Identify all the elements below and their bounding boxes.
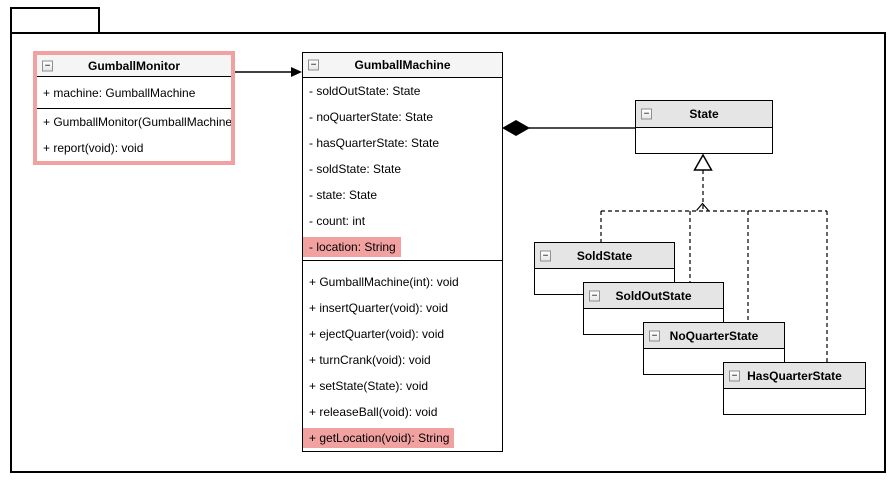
junction-arrow-icon <box>696 202 709 211</box>
gumballmachine-methods: + GumballMachine(int): void + insertQuar… <box>303 260 502 451</box>
collapse-icon[interactable]: − <box>540 250 551 261</box>
method-row[interactable]: + report(void): void <box>43 141 144 155</box>
highlighted-text: - location: String <box>303 237 401 257</box>
method-row[interactable]: + insertQuarter(void): void <box>309 301 449 315</box>
class-title: SoldState <box>576 248 633 263</box>
class-gumballmonitor[interactable]: − GumballMonitor + machine: GumballMachi… <box>33 51 235 165</box>
soldstate-header[interactable]: − SoldState <box>535 243 674 269</box>
class-title: NoQuarterState <box>669 328 759 343</box>
association-edge[interactable] <box>235 67 302 77</box>
attribute-row-location-highlighted[interactable]: - location: String <box>303 234 502 260</box>
attribute-row[interactable]: - soldState: State <box>309 162 402 176</box>
highlighted-text: + getLocation(void): String <box>303 428 455 448</box>
generalization-triangle-icon <box>693 153 713 171</box>
collapse-icon[interactable]: − <box>589 290 600 301</box>
association-arrowhead-icon <box>291 67 302 77</box>
gumballmonitor-header[interactable]: − GumballMonitor <box>37 55 231 77</box>
attribute-row[interactable]: - state: State <box>309 188 378 202</box>
class-title: State <box>689 107 719 121</box>
method-row[interactable]: + GumballMonitor(GumballMachine <box>43 115 231 129</box>
collapse-icon[interactable]: − <box>308 59 319 71</box>
class-title: GumballMachine <box>354 58 451 72</box>
package-tab[interactable] <box>10 7 100 34</box>
method-row[interactable]: + setState(State): void <box>309 379 429 393</box>
collapse-icon[interactable]: − <box>729 370 740 381</box>
hasquarterstate-header[interactable]: − HasQuarterState <box>724 363 865 389</box>
class-state[interactable]: − State <box>635 100 773 154</box>
soldoutstate-header[interactable]: − SoldOutState <box>584 283 723 309</box>
attribute-row[interactable]: - hasQuarterState: State <box>309 136 440 150</box>
method-row-getlocation-highlighted[interactable]: + getLocation(void): String <box>303 425 502 451</box>
gumballmachine-attributes: - soldOutState: State - noQuarterState: … <box>303 78 502 260</box>
collapse-icon[interactable]: − <box>42 60 53 71</box>
method-row[interactable]: + GumballMachine(int): void <box>309 275 459 289</box>
collapse-icon[interactable]: − <box>649 330 660 341</box>
class-title: GumballMonitor <box>88 58 180 73</box>
class-soldstate[interactable]: − SoldState <box>534 242 675 295</box>
class-hasquarterstate[interactable]: − HasQuarterState <box>723 362 866 415</box>
noquarterstate-header[interactable]: − NoQuarterState <box>644 323 784 349</box>
composition-edge[interactable] <box>502 120 635 136</box>
collapse-icon[interactable]: − <box>641 108 652 120</box>
attribute-row[interactable]: - noQuarterState: State <box>309 110 434 124</box>
gumballmonitor-attributes: + machine: GumballMachine <box>37 77 231 108</box>
attribute-row[interactable]: - soldOutState: State <box>309 84 421 98</box>
method-row[interactable]: + releaseBall(void): void <box>309 405 438 419</box>
class-title: HasQuarterState <box>747 368 842 383</box>
gumballmonitor-methods: + GumballMonitor(GumballMachine + report… <box>37 108 231 161</box>
attribute-row[interactable]: - count: int <box>309 214 366 228</box>
class-title: SoldOutState <box>615 288 692 303</box>
method-row[interactable]: + ejectQuarter(void): void <box>309 327 445 341</box>
attribute-row[interactable]: + machine: GumballMachine <box>43 85 196 100</box>
class-gumballmachine[interactable]: − GumballMachine - soldOutState: State -… <box>302 52 503 452</box>
generalization-edge[interactable] <box>600 153 828 362</box>
composition-diamond-icon <box>502 120 530 136</box>
method-row[interactable]: + turnCrank(void): void <box>309 353 431 367</box>
state-header[interactable]: − State <box>636 101 772 128</box>
gumballmachine-header[interactable]: − GumballMachine <box>303 53 502 78</box>
